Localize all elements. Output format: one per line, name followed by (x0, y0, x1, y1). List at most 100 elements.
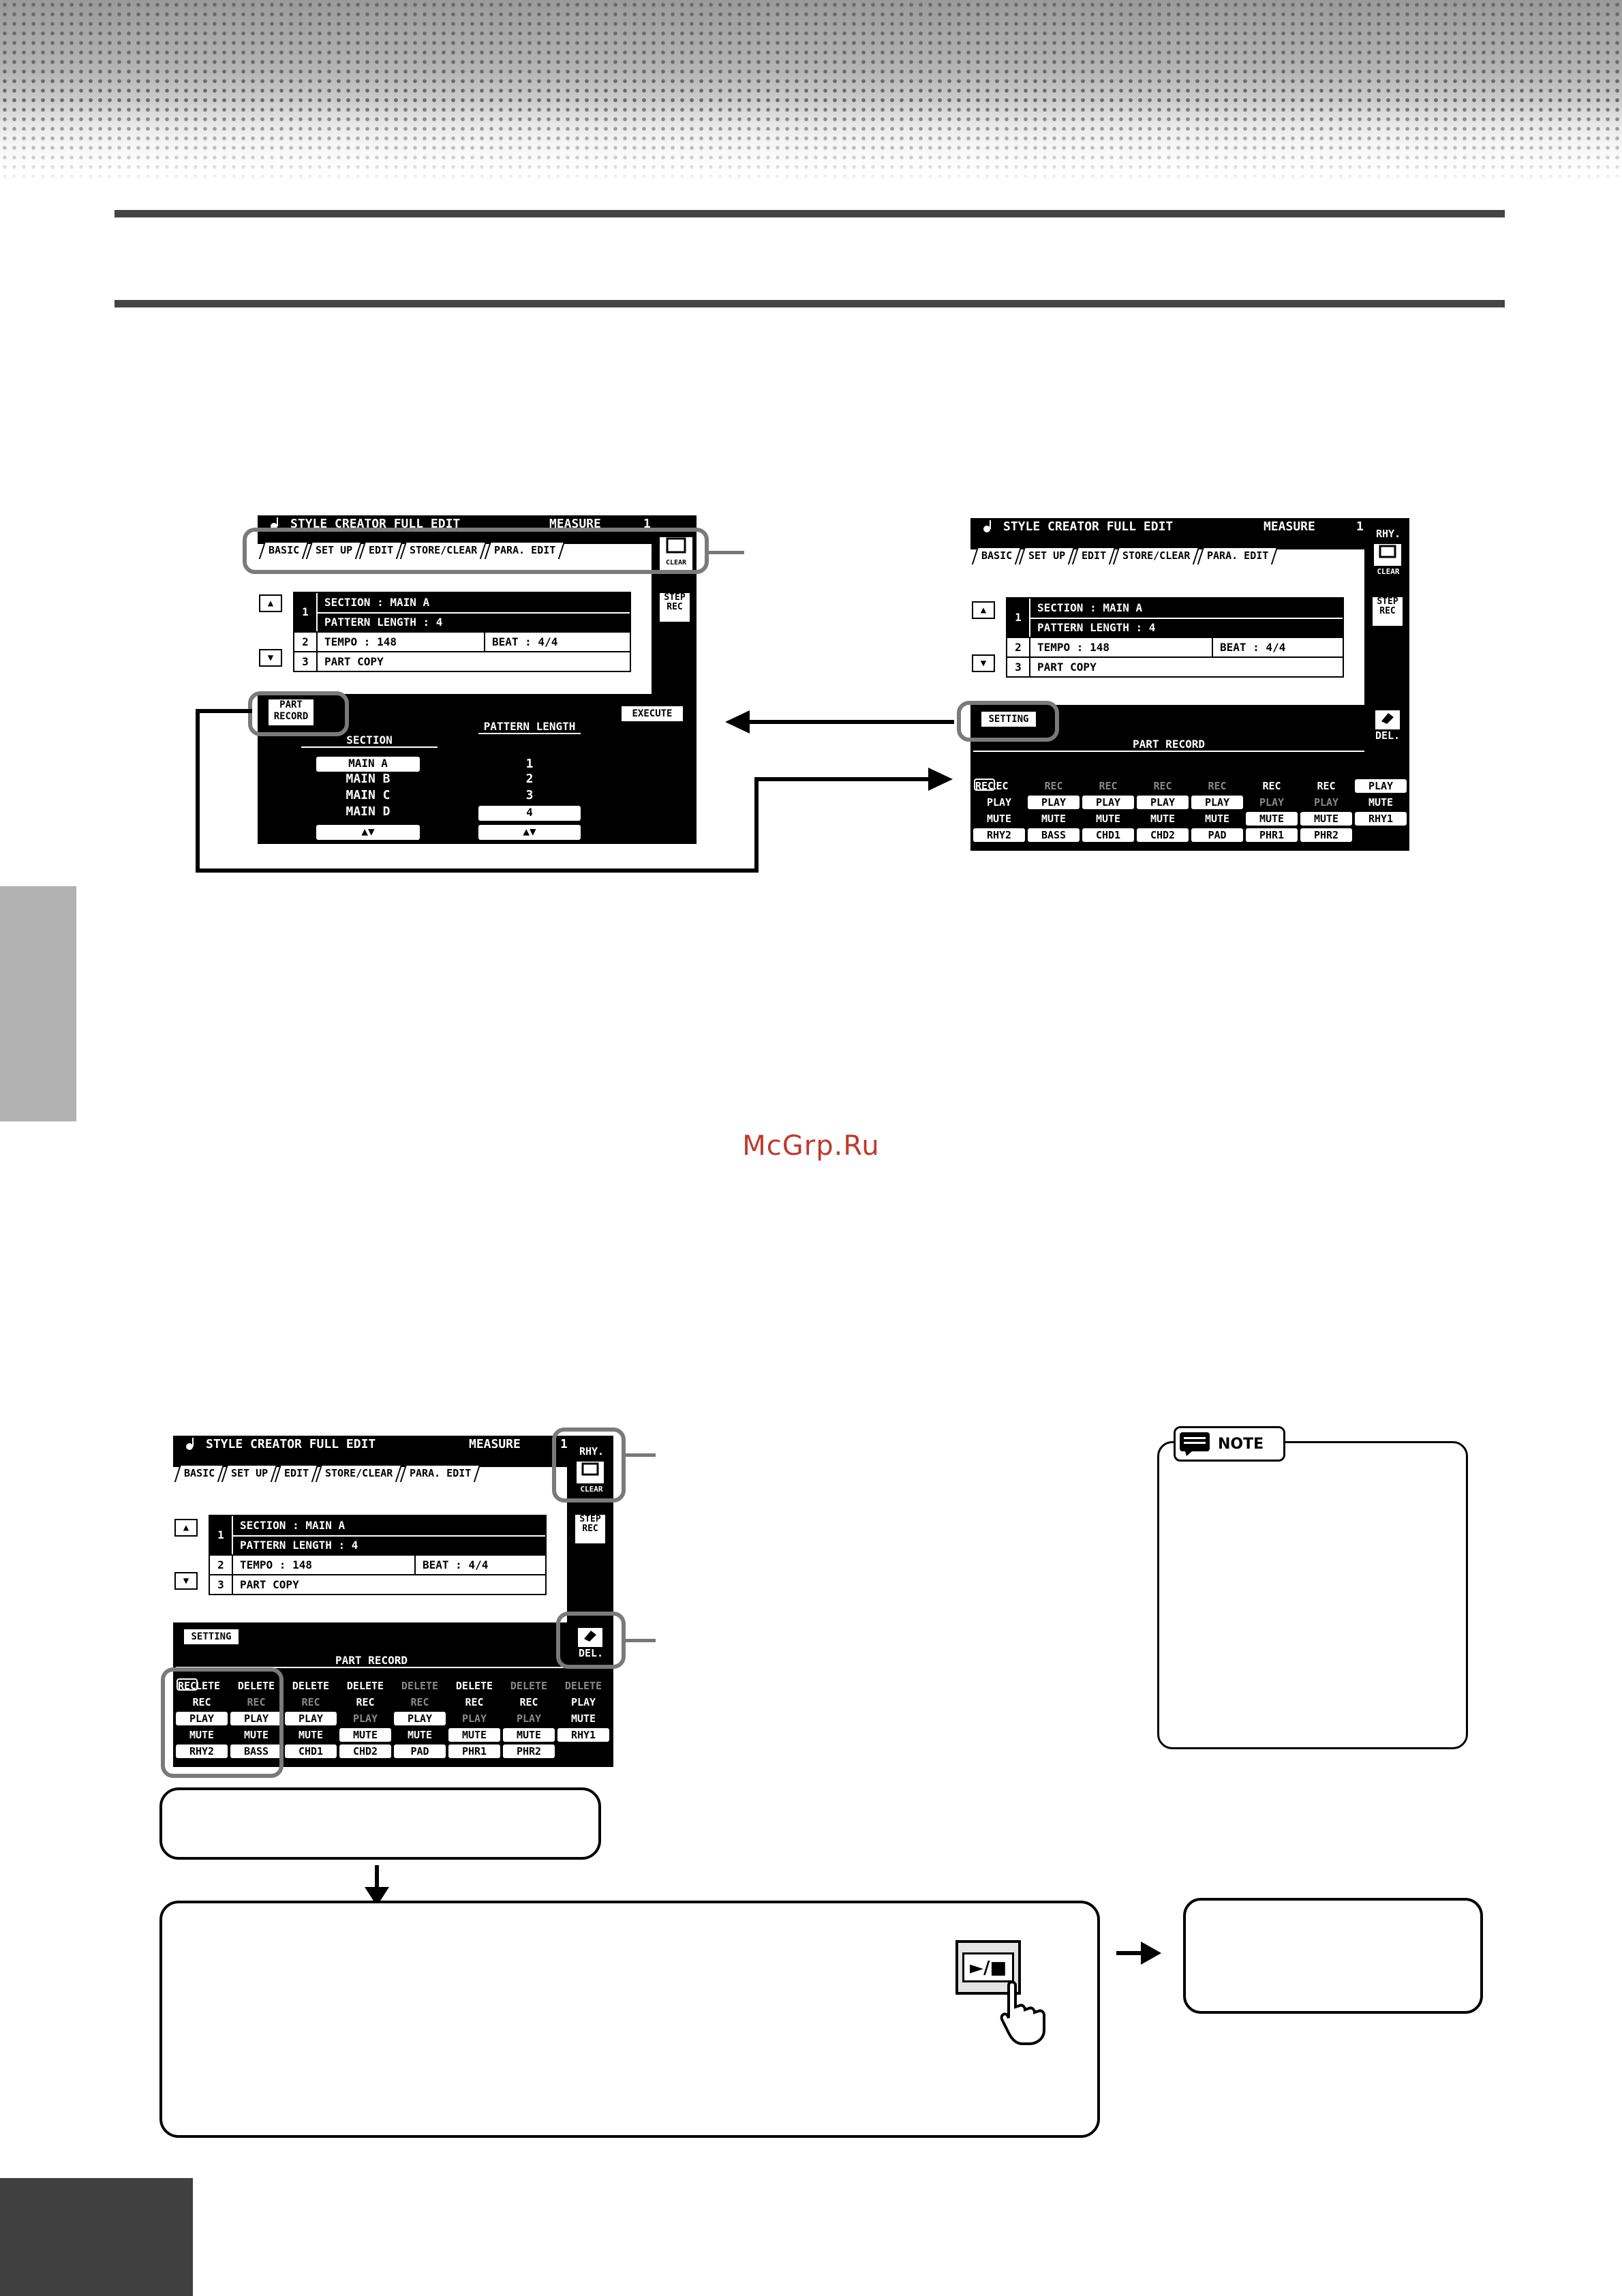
part-play[interactable]: PLAY (570, 1696, 596, 1708)
part-rec[interactable]: REC (1044, 780, 1063, 792)
step-rec-button[interactable]: STEP REC (574, 1513, 607, 1545)
rhy-clear-button[interactable] (1373, 543, 1403, 567)
tab-setup[interactable]: SET UP (1018, 547, 1075, 564)
part-mute[interactable]: MUTE (1246, 812, 1298, 826)
part-name[interactable]: RHY1 (557, 1728, 609, 1742)
part-name[interactable]: BASS (1028, 828, 1080, 842)
rhy-clear-button[interactable]: CLEAR (658, 536, 694, 573)
list-row-2[interactable]: 2 TEMPO : 148 BEAT : 4/4 (1007, 637, 1343, 656)
length-updown-button[interactable]: ▲▼ (478, 825, 581, 840)
part-rec[interactable]: REC (1262, 780, 1281, 792)
part-rec[interactable]: REC (1099, 780, 1118, 792)
part-delete[interactable]: DELETE (455, 1680, 493, 1692)
part-delete[interactable]: DELETE (401, 1680, 439, 1692)
part-name[interactable]: CHD1 (1082, 828, 1134, 842)
part-delete[interactable]: DELETE (292, 1680, 330, 1692)
part-play[interactable]: PLAY (230, 1712, 282, 1725)
part-play[interactable]: PLAY (1028, 796, 1080, 809)
tab-edit[interactable]: EDIT (275, 1464, 319, 1482)
part-name[interactable]: RHY1 (1355, 812, 1407, 826)
part-delete[interactable]: DELETE (346, 1680, 384, 1692)
section-main-b[interactable]: MAIN B (346, 772, 391, 786)
length-4[interactable]: 4 (478, 806, 581, 821)
part-rec[interactable]: REC (519, 1696, 538, 1708)
part-name[interactable]: BASS (230, 1744, 282, 1758)
part-mute[interactable]: MUTE (1204, 813, 1230, 825)
part-name[interactable]: CHD2 (1137, 828, 1189, 842)
list-row-3[interactable]: 3 PART COPY (1007, 656, 1343, 676)
part-mute[interactable]: MUTE (243, 1729, 269, 1741)
part-mute[interactable]: MUTE (503, 1728, 555, 1742)
part-rec[interactable]: REC (301, 1696, 320, 1708)
list-row-1[interactable]: 1 SECTION : MAIN A PATTERN LENGTH : 4 (210, 1516, 545, 1554)
section-updown-button[interactable]: ▲▼ (316, 825, 420, 840)
execute-button[interactable]: EXECUTE (620, 705, 684, 723)
setting-button[interactable]: SETTING (183, 1628, 240, 1646)
section-main-a[interactable]: MAIN A (316, 757, 420, 772)
tab-setup[interactable]: SET UP (221, 1464, 278, 1482)
part-delete[interactable]: DELETE (237, 1680, 275, 1692)
list-row-3[interactable]: 3 PART COPY (294, 651, 630, 671)
list-row-1[interactable]: 1 SECTION : MAIN A PATTERN LENGTH : 4 (1007, 599, 1343, 637)
tab-store-clear[interactable]: STORE/CLEAR (1113, 547, 1201, 564)
page-down-icon[interactable]: ▼ (259, 649, 282, 667)
section-main-d[interactable]: MAIN D (346, 804, 391, 819)
list-row-2[interactable]: 2 TEMPO : 148 BEAT : 4/4 (210, 1554, 545, 1574)
part-rec[interactable]: REC (410, 1696, 429, 1708)
rhy-clear-button[interactable] (575, 1460, 605, 1485)
part-play[interactable]: PLAY (1355, 779, 1407, 793)
part-mute[interactable]: MUTE (1368, 796, 1394, 809)
page-down-icon[interactable]: ▼ (174, 1572, 198, 1590)
list-row-2[interactable]: 2 TEMPO : 148 BEAT : 4/4 (294, 631, 630, 651)
part-rec[interactable]: REC (465, 1696, 484, 1708)
length-2[interactable]: 2 (525, 772, 534, 786)
part-mute[interactable]: MUTE (1041, 813, 1067, 825)
tab-store-clear[interactable]: STORE/CLEAR (316, 1464, 403, 1482)
tab-para-edit[interactable]: PARA. EDIT (1197, 547, 1279, 564)
tab-basic[interactable]: BASIC (971, 547, 1022, 564)
tab-para-edit[interactable]: PARA. EDIT (399, 1464, 481, 1482)
part-mute[interactable]: MUTE (448, 1728, 500, 1742)
page-up-icon[interactable]: ▲ (972, 601, 995, 619)
part-name[interactable]: CHD1 (285, 1744, 337, 1758)
part-record-button[interactable]: PART RECORD (267, 698, 315, 727)
part-rec-selected[interactable]: REC (974, 779, 996, 792)
part-mute[interactable]: MUTE (339, 1728, 391, 1742)
start-stop-button[interactable]: ►/■ (955, 1940, 1021, 1995)
part-mute[interactable]: MUTE (986, 813, 1012, 825)
page-down-icon[interactable]: ▼ (972, 654, 995, 672)
part-play[interactable]: PLAY (176, 1712, 228, 1725)
part-delete[interactable]: DELETE (564, 1680, 602, 1692)
part-name[interactable]: PHR2 (503, 1744, 555, 1758)
part-play[interactable]: PLAY (285, 1712, 337, 1725)
part-name[interactable]: CHD2 (339, 1744, 391, 1758)
part-mute[interactable]: MUTE (1095, 813, 1121, 825)
part-mute[interactable]: MUTE (1300, 812, 1352, 826)
delete-button[interactable] (1374, 709, 1401, 731)
part-name[interactable]: RHY2 (973, 828, 1025, 842)
part-rec[interactable]: REC (356, 1696, 375, 1708)
part-mute[interactable]: MUTE (1150, 813, 1176, 825)
part-play[interactable]: PLAY (1259, 796, 1285, 809)
page-up-icon[interactable]: ▲ (259, 594, 282, 612)
part-name[interactable]: PHR2 (1300, 828, 1352, 842)
part-rec[interactable]: REC (192, 1696, 211, 1708)
part-play[interactable]: PLAY (1191, 796, 1243, 809)
length-3[interactable]: 3 (525, 788, 534, 802)
section-main-c[interactable]: MAIN C (346, 788, 391, 802)
list-row-1[interactable]: 1 SECTION : MAIN A PATTERN LENGTH : 4 (294, 593, 630, 631)
part-name[interactable]: PHR1 (448, 1744, 500, 1758)
part-play[interactable]: PLAY (1313, 796, 1339, 809)
part-rec[interactable]: REC (1208, 780, 1227, 792)
part-mute[interactable]: MUTE (298, 1729, 324, 1741)
part-name[interactable]: PHR1 (1246, 828, 1298, 842)
part-name[interactable]: RHY2 (176, 1744, 228, 1758)
part-rec-selected[interactable]: REC (177, 1678, 198, 1692)
part-play[interactable]: PLAY (352, 1712, 378, 1725)
part-rec[interactable]: REC (1317, 780, 1336, 792)
part-play[interactable]: PLAY (394, 1712, 446, 1725)
page-up-icon[interactable]: ▲ (174, 1519, 198, 1537)
delete-button[interactable] (577, 1627, 604, 1648)
length-1[interactable]: 1 (525, 757, 534, 771)
part-play[interactable]: PLAY (1082, 796, 1134, 809)
